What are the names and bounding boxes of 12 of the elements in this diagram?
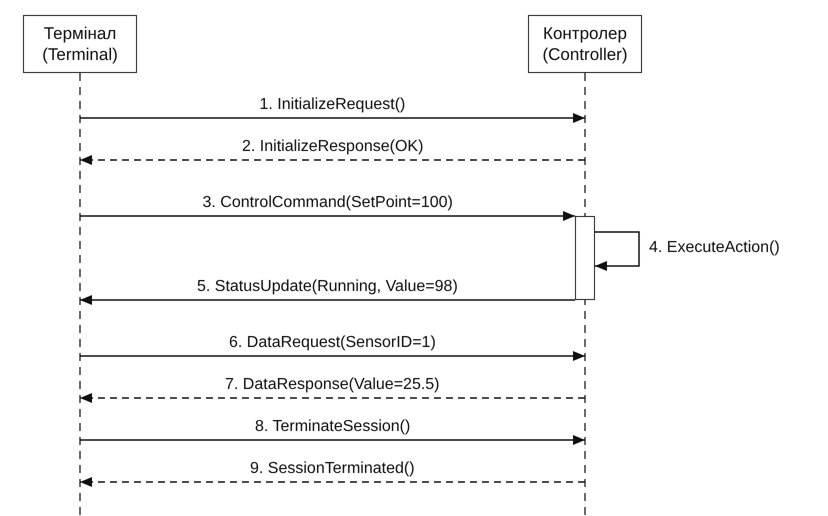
self-message-arrow [595, 231, 640, 271]
message-arrow [80, 211, 575, 221]
return-arrow [80, 477, 585, 487]
activation-bar [575, 216, 595, 300]
message-arrow [80, 435, 585, 445]
lifeline-header: Термінал (Terminal) [23, 15, 137, 73]
message-arrow [80, 295, 575, 305]
message-arrow [80, 351, 585, 361]
message-arrow [80, 113, 585, 123]
lifeline-header: Контролер (Controller) [528, 15, 642, 73]
return-arrow [80, 393, 585, 403]
return-arrow [80, 155, 585, 165]
